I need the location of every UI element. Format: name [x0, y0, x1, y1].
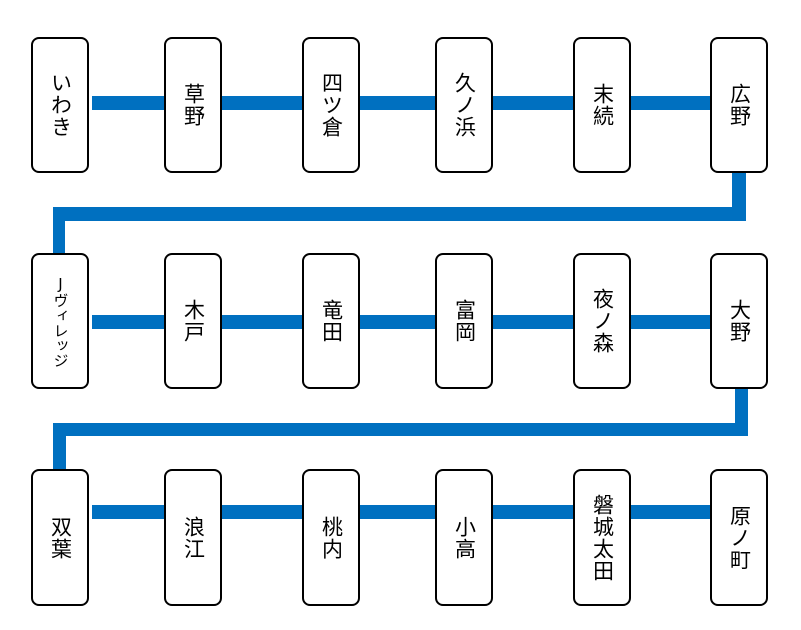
station-name: 夜ノ森	[590, 288, 615, 354]
station-name: 浪江	[181, 515, 206, 560]
station-name: 磐城太田	[590, 493, 615, 582]
station-box: 久ノ浜	[435, 37, 493, 173]
station-box: 富岡	[435, 253, 493, 389]
station-name: 竜田	[319, 299, 344, 343]
station-name: いわき	[48, 72, 73, 138]
route-line-segment	[53, 207, 746, 221]
station-box: Jヴィレッジ	[31, 253, 89, 389]
station-name: 原ノ町	[727, 504, 752, 571]
station-name: 大野	[727, 299, 752, 343]
station-name: 桃内	[319, 515, 344, 560]
station-box: 桃内	[302, 469, 360, 606]
route-line-segment	[53, 207, 65, 255]
station-name: 草野	[181, 83, 206, 127]
station-name: 双葉	[48, 515, 73, 560]
station-box: 夜ノ森	[573, 253, 631, 389]
station-name: 末続	[590, 83, 615, 127]
station-box: 竜田	[302, 253, 360, 389]
station-box: 木戸	[164, 253, 222, 389]
route-line-segment	[53, 423, 748, 436]
station-box: 原ノ町	[710, 469, 768, 606]
station-name: 広野	[727, 83, 752, 127]
station-box: いわき	[31, 37, 89, 173]
station-box: 四ツ倉	[302, 37, 360, 173]
station-name: 久ノ浜	[452, 72, 477, 138]
station-name: Jヴィレッジ	[51, 274, 70, 368]
station-name: 小高	[452, 515, 477, 560]
station-box: 草野	[164, 37, 222, 173]
station-box: 小高	[435, 469, 493, 606]
station-box: 大野	[710, 253, 768, 389]
station-box: 磐城太田	[573, 469, 631, 606]
station-name: 富岡	[452, 299, 477, 343]
station-box: 末続	[573, 37, 631, 173]
station-box: 浪江	[164, 469, 222, 606]
station-name: 四ツ倉	[319, 72, 344, 138]
route-line-segment	[53, 423, 66, 471]
station-box: 広野	[710, 37, 768, 173]
station-name: 木戸	[181, 299, 206, 343]
station-box: 双葉	[31, 469, 89, 606]
